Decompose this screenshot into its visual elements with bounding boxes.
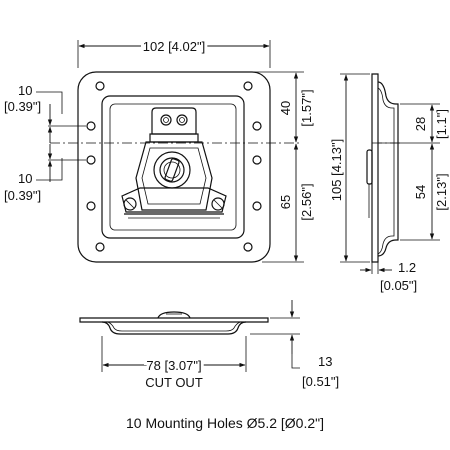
- left-bottom-in: [0.39"]: [4, 188, 41, 203]
- bottom-flange: [79, 317, 269, 323]
- side-upper-mm: 28: [413, 117, 428, 131]
- mounting-holes-note: 10 Mounting Holes Ø5.2 [Ø0.2"]: [126, 415, 324, 431]
- right-lower-in: [2.56"]: [299, 183, 314, 220]
- right-lower-mm: 65: [278, 195, 293, 209]
- mounting-hole: [86, 155, 96, 165]
- side-lower-in: [2.13"]: [434, 173, 449, 210]
- mounting-hole: [86, 121, 96, 131]
- mounting-hole: [243, 242, 253, 252]
- latch-hinge: [149, 107, 199, 143]
- side-handle: [366, 149, 373, 185]
- side-pan: [377, 81, 399, 257]
- cutout-dimension-label: 78 [3.07"]: [146, 358, 201, 373]
- bottom-pan: [101, 321, 247, 335]
- thickness-mm: 1.2: [398, 260, 416, 275]
- latch-screw: [211, 197, 225, 211]
- left-top-in: [0.39"]: [4, 99, 41, 114]
- mounting-hole: [252, 121, 262, 131]
- depth-mm: 13: [318, 354, 332, 369]
- key-cylinder: [153, 151, 191, 189]
- bottom-view: 78 [3.07"] CUT OUT 13 [0.51"]: [79, 300, 339, 390]
- depth-in: [0.51"]: [302, 374, 339, 389]
- side-upper-in: [1.1"]: [434, 109, 449, 139]
- left-bottom-mm: 10: [18, 171, 32, 186]
- side-view: 105 [4.13"] 28 [1.1"] 54 [2.13"] 1.2 [0.…: [329, 73, 449, 293]
- mounting-holes: [86, 81, 262, 252]
- thickness-in: [0.05"]: [380, 278, 417, 293]
- side-flange: [371, 73, 379, 263]
- cutout-caption: CUT OUT: [145, 375, 203, 390]
- recess-outer: [101, 95, 245, 239]
- mounting-hole: [252, 201, 262, 211]
- side-lower-mm: 54: [413, 185, 428, 199]
- mounting-hole: [86, 201, 96, 211]
- recess-inner: [109, 103, 237, 231]
- right-upper-in: [1.57"]: [299, 89, 314, 126]
- front-view: 102 [4.02"] 10 [0.39"] 10 [0.39"] 40 [1.…: [4, 36, 314, 263]
- mounting-hole: [95, 81, 105, 91]
- latch-screw: [123, 197, 137, 211]
- left-top-mm: 10: [18, 83, 32, 98]
- mounting-hole: [252, 155, 262, 165]
- mounting-hole: [243, 81, 253, 91]
- mounting-hole: [95, 242, 105, 252]
- side-total-label: 105 [4.13"]: [329, 139, 344, 201]
- right-upper-mm: 40: [278, 101, 293, 115]
- latch-handle: [121, 141, 227, 219]
- width-dimension-label: 102 [4.02"]: [143, 39, 205, 54]
- flange-outline: [77, 71, 271, 263]
